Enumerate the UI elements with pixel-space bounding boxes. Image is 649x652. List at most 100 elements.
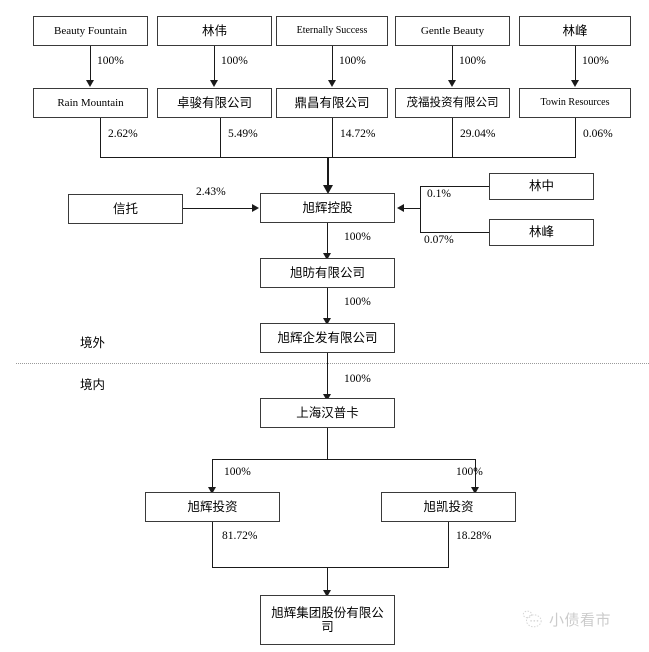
offshore-onshore-divider <box>16 363 649 364</box>
node-zhuojun[interactable]: 卓骏有限公司 <box>157 88 272 118</box>
pct-xuhui-to-group: 81.72% <box>222 530 258 542</box>
watermark: 小债看市 <box>521 608 611 630</box>
edge-hanpuka-fanout-bus <box>212 459 475 460</box>
pct-zj-to-holdings: 5.49% <box>228 128 258 140</box>
pct-qifa-to-hanpuka: 100% <box>344 373 371 385</box>
node-label: 林伟 <box>201 22 227 38</box>
edge-trust-to-cifi-holdings <box>183 208 253 209</box>
node-towin-resources[interactable]: Towin Resources <box>519 88 631 118</box>
edge-mf-down <box>452 118 453 157</box>
arrowhead-holdings-to-xusheng <box>323 253 331 260</box>
node-label: 信托 <box>112 200 138 216</box>
node-label: 茂福投资有限公司 <box>406 95 499 110</box>
pct-mf-to-holdings: 29.04% <box>460 128 496 140</box>
node-label: 上海汉普卡 <box>296 404 359 420</box>
node-label: Eternally Success <box>296 25 368 37</box>
node-xusheng[interactable]: 旭昉有限公司 <box>260 258 395 288</box>
label-onshore: 境内 <box>80 377 106 392</box>
node-shanghai-hanpuka[interactable]: 上海汉普卡 <box>260 398 395 428</box>
edge-es-to-dc <box>332 46 333 81</box>
node-label: 鼎昌有限公司 <box>294 94 370 110</box>
arrowhead-lf-to-tr <box>571 80 579 87</box>
edge-group-merge-bus <box>212 567 449 568</box>
arrowhead-trust-to-cifi-holdings <box>252 204 259 212</box>
arrowhead-bus-to-cifi-holdings <box>323 185 333 194</box>
edge-tr-down <box>575 118 576 157</box>
edge-gb-to-mf <box>452 46 453 81</box>
pct-es-to-dc: 100% <box>339 55 366 67</box>
edge-bf-to-rm <box>90 46 91 81</box>
edge-right-owners-to-holdings <box>404 208 421 209</box>
edge-linzhong-vertical <box>420 186 421 209</box>
edge-hanpuka-stem <box>327 428 328 459</box>
pct-gb-to-mf: 100% <box>459 55 486 67</box>
pct-hanpuka-to-xukai: 100% <box>456 466 483 478</box>
edge-xusheng-to-qifa <box>327 288 328 319</box>
label-offshore: 境外 <box>80 335 106 350</box>
node-cifi-group[interactable]: 旭辉集团股份有限公司 <box>260 595 395 645</box>
node-label: Gentle Beauty <box>420 24 485 37</box>
node-lin-feng-top[interactable]: 林峰 <box>519 16 631 46</box>
pct-tr-to-holdings: 0.06% <box>583 128 613 140</box>
edge-rm-down <box>100 118 101 157</box>
edge-qifa-to-hanpuka <box>327 353 328 397</box>
edge-dc-down <box>332 118 333 157</box>
node-dingchang[interactable]: 鼎昌有限公司 <box>276 88 388 118</box>
arrowhead-lw-to-zj <box>210 80 218 87</box>
pct-rm-to-holdings: 2.62% <box>108 128 138 140</box>
node-label: 林中 <box>528 178 554 194</box>
pct-xukai-to-group: 18.28% <box>456 530 492 542</box>
node-label: Towin Resources <box>540 97 610 109</box>
pct-xusheng-to-qifa: 100% <box>344 296 371 308</box>
node-label: 林峰 <box>528 224 554 240</box>
node-eternally-success[interactable]: Eternally Success <box>276 16 388 46</box>
node-gentle-beauty[interactable]: Gentle Beauty <box>395 16 510 46</box>
node-lin-feng-side[interactable]: 林峰 <box>489 219 594 246</box>
edge-bus-to-cifi-holdings <box>327 157 329 187</box>
edge-linzhong-horizontal <box>420 186 490 187</box>
node-label: 林峰 <box>562 22 588 38</box>
arrowhead-gb-to-mf <box>448 80 456 87</box>
arrowhead-es-to-dc <box>328 80 336 87</box>
arrowhead-qifa-to-hanpuka <box>323 394 331 401</box>
node-label: 旭辉控股 <box>302 199 353 215</box>
edge-hanpuka-to-xuhui <box>212 459 213 489</box>
node-label: 卓骏有限公司 <box>176 94 252 110</box>
node-cifi-holdings[interactable]: 旭辉控股 <box>260 193 395 223</box>
pct-dc-to-holdings: 14.72% <box>340 128 376 140</box>
edge-linfeng-horizontal <box>420 232 490 233</box>
node-lin-wei[interactable]: 林伟 <box>157 16 272 46</box>
pct-linfeng-to-holdings: 0.07% <box>424 234 454 246</box>
pct-holdings-to-xusheng: 100% <box>344 231 371 243</box>
node-xuhui-investment[interactable]: 旭辉投资 <box>145 492 280 522</box>
node-maofu[interactable]: 茂福投资有限公司 <box>395 88 510 118</box>
node-rain-mountain[interactable]: Rain Mountain <box>33 88 148 118</box>
node-trust[interactable]: 信托 <box>68 194 183 224</box>
edge-holdings-to-xusheng <box>327 223 328 254</box>
node-label: Beauty Fountain <box>53 24 128 37</box>
edge-collector-bus <box>100 157 576 158</box>
edge-lf-to-tr <box>575 46 576 81</box>
node-label: 旭辉企发有限公司 <box>277 329 378 345</box>
pct-lf-to-tr: 100% <box>582 55 609 67</box>
pct-bf-to-rm: 100% <box>97 55 124 67</box>
watermark-text: 小债看市 <box>549 610 612 629</box>
edge-lw-to-zj <box>214 46 215 81</box>
node-label: 旭昉有限公司 <box>289 264 365 280</box>
node-xuhui-qifa[interactable]: 旭辉企发有限公司 <box>260 323 395 353</box>
arrowhead-hanpuka-to-xuhui <box>208 487 216 494</box>
node-xukai-investment[interactable]: 旭凯投资 <box>381 492 516 522</box>
node-label: 旭凯投资 <box>423 498 474 514</box>
node-label: 旭辉集团股份有限公司 <box>271 604 384 634</box>
node-label: 旭辉投资 <box>187 498 238 514</box>
edge-zj-down <box>220 118 221 157</box>
node-lin-zhong[interactable]: 林中 <box>489 173 594 200</box>
node-beauty-fountain[interactable]: Beauty Fountain <box>33 16 148 46</box>
edge-xukai-down <box>448 522 449 567</box>
chat-bubble-icon <box>522 610 542 628</box>
arrowhead-xusheng-to-qifa <box>323 318 331 325</box>
pct-hanpuka-to-xuhui: 100% <box>224 466 251 478</box>
pct-trust-to-holdings: 2.43% <box>196 186 226 198</box>
node-label: Rain Mountain <box>57 96 124 109</box>
